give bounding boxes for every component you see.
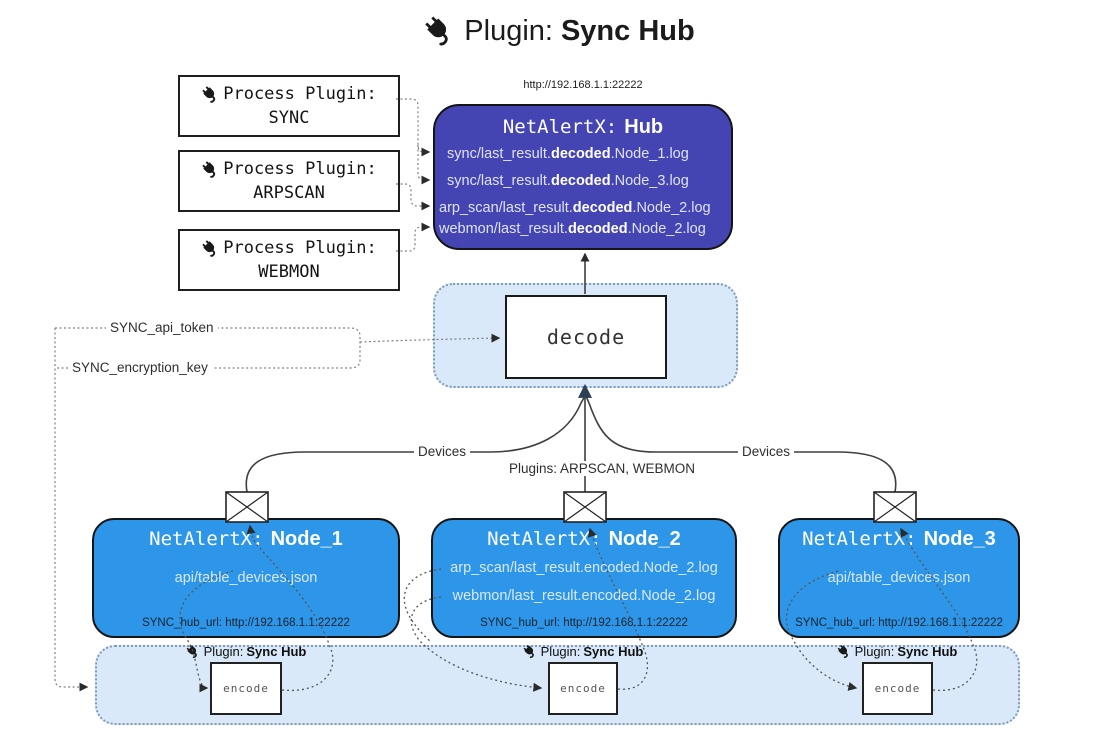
plug-icon	[523, 644, 538, 659]
process-plugin-label: Process Plugin:	[223, 159, 377, 179]
hub-box: NetAlertX: Hub sync/last_result.decoded.N…	[433, 104, 733, 250]
page-title-prefix: Plugin:	[464, 14, 553, 47]
node-title: NetAlertX:Node_3	[802, 528, 996, 550]
hub-log-line: webmon/last_result.decoded.Node_2.log	[439, 221, 706, 237]
node-title: NetAlertX:Node_1	[149, 528, 343, 550]
plug-icon	[201, 85, 220, 104]
node-file: webmon/last_result.encoded.Node_2.log	[452, 588, 716, 604]
hub-log-line: sync/last_result.decoded.Node_3.log	[447, 173, 689, 189]
edge-label-devices-right: Devices	[738, 444, 795, 459]
page-title-name: Sync Hub	[560, 14, 695, 47]
process-plugin-arpscan: Process Plugin: ARPSCAN	[178, 150, 400, 212]
encode-plugin-label: Plugin:Sync Hub	[837, 644, 957, 659]
hub-log-line: sync/last_result.decoded.Node_1.log	[447, 146, 689, 162]
hub-title: NetAlertX: Hub	[435, 116, 731, 139]
decode-label: decode	[546, 325, 626, 349]
hub-app-label: NetAlertX:	[502, 116, 618, 138]
encode-box: encode	[548, 662, 618, 715]
plug-icon	[186, 644, 201, 659]
plug-icon	[201, 239, 220, 258]
encode-box: encode	[862, 662, 933, 715]
encode-box: encode	[210, 662, 282, 715]
page-title: Plugin: Sync Hub	[422, 14, 695, 48]
sync-api-token-label: SYNC_api_token	[106, 320, 218, 335]
process-plugin-label: Process Plugin:	[223, 238, 377, 258]
node-1-box: NetAlertX:Node_1 api/table_devices.json …	[92, 518, 400, 638]
node-file: api/table_devices.json	[174, 570, 318, 586]
node-3-box: NetAlertX:Node_3 api/table_devices.json …	[778, 518, 1020, 638]
process-plugin-name: WEBMON	[258, 262, 320, 282]
process-plugin-name: SYNC	[268, 108, 310, 128]
node-title: NetAlertX:Node_2	[487, 528, 681, 550]
node-2-box: NetAlertX:Node_2 arp_scan/last_result.en…	[431, 518, 737, 638]
plug-icon	[837, 644, 852, 659]
node-hub-url: SYNC_hub_url: http://192.168.1.1:22222	[480, 617, 688, 629]
plug-icon	[201, 160, 220, 179]
node-file: arp_scan/last_result.encoded.Node_2.log	[450, 560, 718, 576]
process-plugin-webmon: Process Plugin: WEBMON	[178, 229, 400, 291]
encode-plugin-label: Plugin:Sync Hub	[523, 644, 643, 659]
edge-label-devices-left: Devices	[414, 444, 471, 459]
process-plugin-sync: Process Plugin: SYNC	[178, 75, 400, 137]
hub-name: Hub	[624, 116, 664, 138]
process-plugin-name: ARPSCAN	[253, 183, 325, 203]
hub-log-line: arp_scan/last_result.decoded.Node_2.log	[439, 200, 711, 216]
process-plugin-label: Process Plugin:	[223, 84, 377, 104]
hub-url-label: http://192.168.1.1:22222	[523, 79, 643, 91]
node-file: api/table_devices.json	[827, 570, 971, 586]
node-hub-url: SYNC_hub_url: http://192.168.1.1:22222	[795, 617, 1003, 629]
node-hub-url: SYNC_hub_url: http://192.168.1.1:22222	[142, 617, 350, 629]
encode-plugin-label: Plugin:Sync Hub	[186, 644, 306, 659]
edge-label-plugins: Plugins: ARPSCAN, WEBMON	[505, 461, 700, 476]
decode-box: decode	[505, 295, 667, 379]
sync-encryption-key-label: SYNC_encryption_key	[68, 360, 212, 375]
plug-icon	[422, 14, 456, 48]
